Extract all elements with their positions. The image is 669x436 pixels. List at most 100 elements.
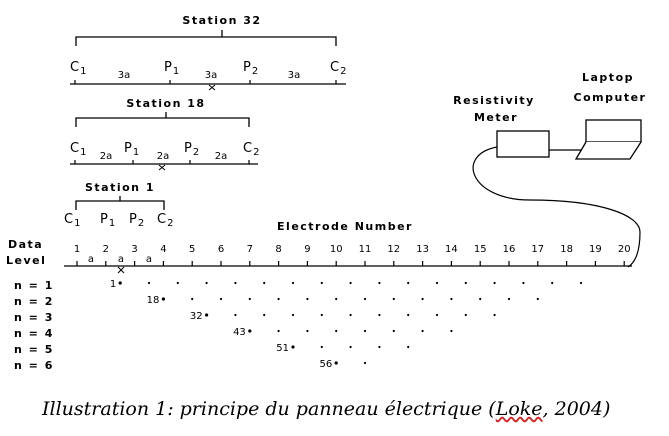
data-point-n4-8 <box>450 329 453 333</box>
data-point-n1-3 <box>176 281 179 285</box>
data-point-n2-7 <box>335 297 338 301</box>
station-18-bracket <box>75 112 250 127</box>
point-number-n3: 32 <box>190 311 203 322</box>
data-point-n2-12 <box>479 297 482 301</box>
data-point-n4-4 <box>335 329 338 333</box>
station-32-spacing-3: 3a <box>288 70 301 81</box>
data-point-n3-4 <box>291 313 295 317</box>
data-point-n2-14 <box>536 297 539 301</box>
laptop-label-line2: Computer <box>574 91 647 104</box>
point-number-n5: 51 <box>276 343 289 354</box>
station-32-p2: P2 <box>243 60 258 77</box>
electrode-number-5: 5 <box>189 244 195 255</box>
data-point-n1-16 <box>551 281 554 285</box>
point-number-n6: 56 <box>319 359 332 370</box>
data-point-n2-9 <box>392 297 395 301</box>
level-label-n3: n = 3 <box>14 311 54 324</box>
data-point-n3-5 <box>320 313 323 317</box>
data-point-n2-11 <box>450 297 453 301</box>
data-point-n5-4 <box>378 345 381 349</box>
electrode-number-15: 15 <box>474 244 487 255</box>
axis-spacing-a-1: a <box>88 254 94 265</box>
data-point-n1-7 <box>291 281 295 285</box>
data-point-n1-14 <box>493 281 496 285</box>
electrode-number-18: 18 <box>560 244 573 255</box>
level-label-n6: n = 6 <box>14 359 54 372</box>
station-32-title: Station 32 <box>182 14 261 27</box>
data-point-n5-5 <box>407 345 410 349</box>
axis-midpoint-marker <box>117 266 125 274</box>
laptop-computer: Laptop Computer <box>574 71 647 160</box>
data-point-n3-8 <box>407 313 410 317</box>
electrode-number-8: 8 <box>275 244 281 255</box>
station-1-c1: C1 <box>64 212 80 229</box>
data-point-n2-8 <box>363 297 367 301</box>
station-1-p2: P2 <box>129 212 144 229</box>
resistivity-meter-label-line2: Meter <box>474 111 518 124</box>
data-point-n1-1 <box>118 281 122 285</box>
data-point-n2-6 <box>306 297 309 301</box>
caption-prefix: Illustration 1: principe du panneau élec… <box>42 398 496 420</box>
station-18-p2: P2 <box>184 141 199 158</box>
point-number-n2: 18 <box>147 295 160 306</box>
station-18-p1: P1 <box>124 141 139 158</box>
station-18-title: Station 18 <box>126 97 205 110</box>
data-point-n2-4 <box>248 297 251 301</box>
data-point-n4-5 <box>363 329 367 333</box>
data-level-label-line1: Data <box>8 238 43 251</box>
data-point-n1-4 <box>205 281 208 285</box>
data-point-n1-11 <box>407 281 410 285</box>
electrode-number-17: 17 <box>531 244 544 255</box>
electrode-number-19: 19 <box>589 244 602 255</box>
station-18-spacing-1: 2a <box>100 151 113 162</box>
axis-spacing-a-2: a <box>118 254 124 265</box>
resistivity-meter: Resistivity Meter <box>453 94 550 158</box>
station-18-ticks <box>74 160 250 164</box>
station-32-spacing-1: 3a <box>118 70 131 81</box>
data-point-n3-2 <box>234 313 237 317</box>
data-point-n4-1 <box>248 329 252 333</box>
caption-suffix: , 2004) <box>542 398 611 420</box>
data-point-n1-6 <box>263 281 266 285</box>
data-point-n6-1 <box>334 361 338 365</box>
station-32-c2: C2 <box>330 60 346 77</box>
electrode-number-1: 1 <box>74 244 80 255</box>
data-point-n4-6 <box>392 329 395 333</box>
data-point-n2-10 <box>421 297 424 301</box>
station-32-p1: P1 <box>164 60 179 77</box>
electrode-number-3: 3 <box>131 244 137 255</box>
laptop-screen <box>585 119 642 143</box>
survey-cable <box>472 146 641 268</box>
data-point-n1-8 <box>320 281 323 285</box>
data-point-n5-2 <box>320 345 323 349</box>
electrode-number-13: 13 <box>416 244 429 255</box>
data-point-n3-11 <box>493 313 496 317</box>
data-point-n1-10 <box>378 281 381 285</box>
electrode-number-10: 10 <box>330 244 343 255</box>
station-1-p1: P1 <box>100 212 115 229</box>
resistivity-meter-label-line1: Resistivity <box>453 94 535 107</box>
data-level-label-line2: Level <box>6 254 46 267</box>
data-point-n6-2 <box>363 361 367 365</box>
data-point-n1-12 <box>435 281 439 285</box>
electrode-number-12: 12 <box>387 244 400 255</box>
level-label-n1: n = 1 <box>14 279 54 292</box>
station-32: Station 32 C1 P1 P2 C2 3a 3a 3a <box>70 14 346 91</box>
station-18-spacing-3: 2a <box>215 151 228 162</box>
data-point-n3-3 <box>263 313 266 317</box>
point-number-n1: 1 <box>110 279 116 290</box>
electrode-number-2: 2 <box>103 244 109 255</box>
electrode-ticks <box>76 261 625 266</box>
data-point-n5-3 <box>349 345 352 349</box>
data-point-n2-5 <box>277 297 280 301</box>
electrode-number-14: 14 <box>445 244 458 255</box>
data-point-n2-3 <box>219 297 223 301</box>
electrode-number-11: 11 <box>359 244 372 255</box>
figure-caption: Illustration 1: principe du panneau élec… <box>42 398 662 420</box>
data-point-n3-7 <box>378 313 381 317</box>
data-point-n4-2 <box>277 329 280 333</box>
station-18-c1: C1 <box>70 141 86 158</box>
data-point-n3-9 <box>435 313 439 317</box>
